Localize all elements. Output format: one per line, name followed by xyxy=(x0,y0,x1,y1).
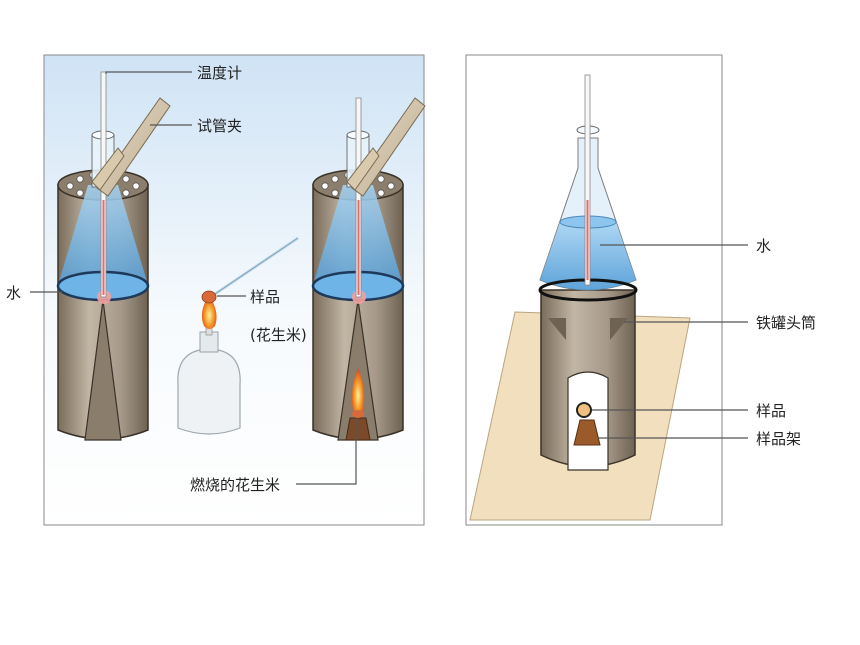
label-iron-can: 铁罐头筒 xyxy=(756,314,816,332)
alcohol-lamp-setup xyxy=(177,236,299,435)
thermometer-liquid xyxy=(102,200,105,295)
left-can-apparatus xyxy=(56,71,171,441)
test-tube-clamp xyxy=(96,97,171,197)
thermometer-right xyxy=(584,74,591,286)
clamp-jaw xyxy=(91,147,125,191)
thermometer xyxy=(355,97,362,298)
can-vent-left xyxy=(548,318,566,340)
thermometer-leader xyxy=(105,71,192,74)
label-sample-holder: 样品架 xyxy=(756,430,801,448)
right-panel: 水 铁罐头筒 样品 样品架 xyxy=(465,54,816,526)
thermometer-liquid xyxy=(357,200,360,295)
label-sample-note: (花生米) xyxy=(250,326,307,344)
label-water-left: 水 xyxy=(6,284,21,302)
sample-holder xyxy=(345,417,371,441)
label-clamp: 试管夹 xyxy=(197,117,242,135)
can-vent-right xyxy=(610,318,628,340)
peanut-sample xyxy=(201,290,217,304)
label-burning-peanut: 燃烧的花生米 xyxy=(190,476,280,494)
left-panel: 温度计 试管夹 水 样品 (花生米) 燃烧的花生米 xyxy=(6,54,426,526)
thermometer-liquid-right xyxy=(586,200,589,280)
label-water-right: 水 xyxy=(756,237,771,255)
burning-flame xyxy=(351,368,365,414)
test-tube-clamp xyxy=(351,97,426,197)
alcohol-lamp xyxy=(177,349,241,435)
label-sample-right: 样品 xyxy=(756,402,786,420)
label-sample-left: 样品 xyxy=(250,288,280,306)
sample-right xyxy=(576,402,592,418)
needle-edge xyxy=(211,237,299,297)
burning-leader xyxy=(296,418,357,485)
can-window xyxy=(84,299,122,441)
left-can-apparatus-2 xyxy=(311,97,426,441)
burning-peanut xyxy=(352,410,364,418)
sample-holder-right xyxy=(573,419,601,446)
clamp-jaw xyxy=(346,147,380,191)
lamp-flame xyxy=(201,295,217,329)
label-thermometer: 温度计 xyxy=(197,64,242,82)
